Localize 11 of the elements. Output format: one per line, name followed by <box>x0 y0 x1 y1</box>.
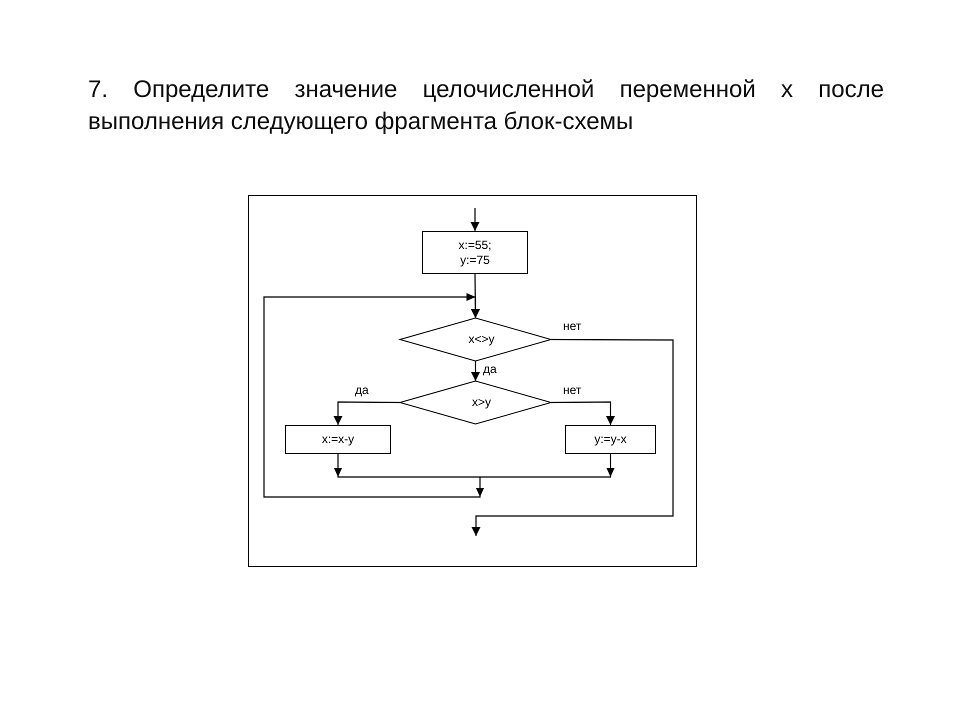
node-text: x>y <box>472 395 491 410</box>
process-box <box>285 425 391 454</box>
process-box <box>422 231 528 274</box>
node-text: x<>y <box>468 332 494 347</box>
node-text: y:=y-x <box>594 432 627 447</box>
node-text: x:=x-y <box>322 432 354 447</box>
decision-diamond <box>400 318 551 361</box>
decision-diamond <box>400 381 551 424</box>
node-text: x:=55; y:=75 <box>457 238 493 268</box>
process-box <box>565 425 656 454</box>
task-title: 7. Определите значение целочисленной переменной x после выполнения следующего фрагмента блок-схемы <box>88 75 884 137</box>
